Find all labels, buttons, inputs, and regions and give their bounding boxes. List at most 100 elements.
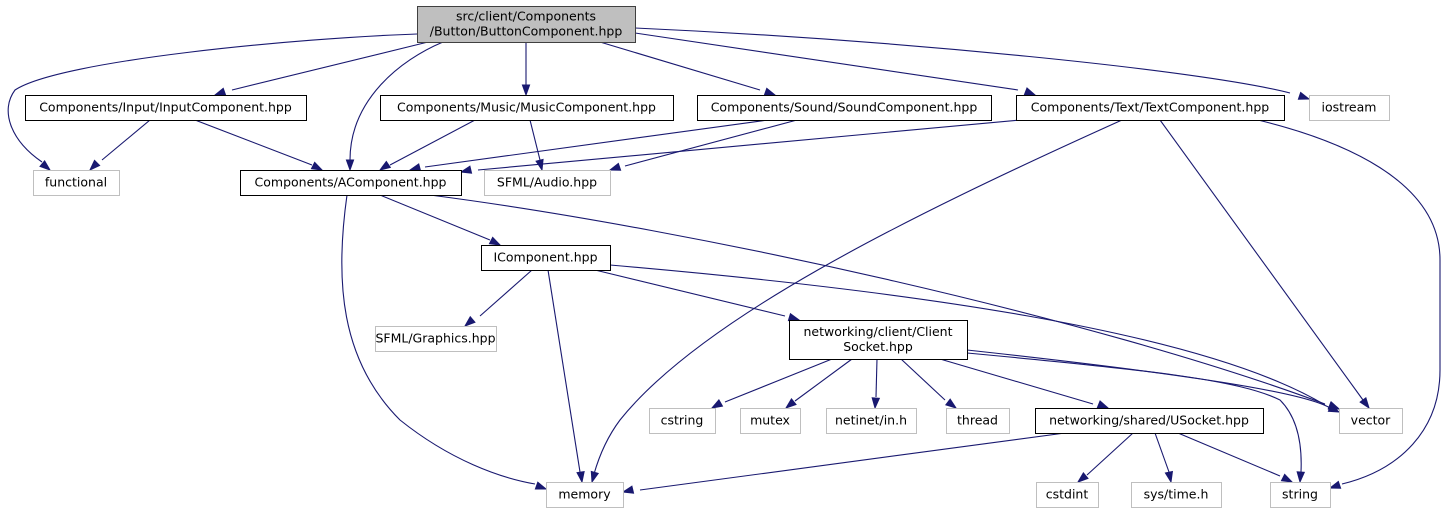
edge-line — [1086, 432, 1134, 476]
nodes-layer: src/client/Components/Button/ButtonCompo… — [25, 6, 1403, 508]
edge-root-to-music — [521, 42, 531, 97]
edge-root-to-functional — [7, 33, 418, 171]
node-label: string — [1282, 487, 1318, 502]
edge-line — [594, 269, 786, 317]
edge-line — [547, 269, 581, 473]
edge-sound-to-sfml_audio — [608, 119, 798, 171]
node-functional: functional — [33, 170, 120, 196]
arrowhead-icon — [213, 87, 227, 96]
arrowhead-icon — [784, 398, 797, 409]
edge-line — [593, 119, 1123, 475]
node-acomponent[interactable]: Components/AComponent.hpp — [240, 170, 462, 196]
node-label: Components/Text/TextComponent.hpp — [1031, 100, 1269, 115]
arrowhead-icon — [871, 397, 881, 410]
edge-line — [1257, 119, 1441, 485]
node-box — [1036, 482, 1099, 508]
arrowhead-icon — [378, 160, 392, 171]
edge-clientsocket-to-cstring — [710, 358, 833, 409]
edge-line — [966, 352, 1302, 473]
edge-line — [609, 264, 1326, 406]
edge-line — [424, 119, 769, 168]
arrowhead-icon — [576, 470, 585, 484]
edge-line — [389, 119, 476, 166]
arrowhead-icon — [1076, 471, 1089, 483]
edge-line — [639, 432, 1066, 491]
arrowhead-icon — [345, 159, 355, 172]
arrowhead-icon — [521, 84, 531, 97]
edge-line — [875, 358, 878, 398]
node-text[interactable]: Components/Text/TextComponent.hpp — [1016, 95, 1285, 121]
arrowhead-icon — [534, 481, 548, 490]
edge-root-to-text — [634, 32, 1037, 96]
edge-root-to-iostream — [634, 27, 1311, 100]
node-cstdint: cstdint — [1036, 482, 1099, 508]
node-systime: sys/time.h — [1131, 482, 1222, 508]
node-iostream: iostream — [1309, 95, 1390, 121]
edge-line — [634, 32, 1019, 91]
edge-line — [341, 194, 536, 485]
node-box — [25, 95, 307, 121]
edge-usocket-to-systime — [1154, 432, 1174, 484]
node-box — [649, 408, 716, 434]
edge-root-to-acomponent — [345, 41, 444, 172]
arrowhead-icon — [1023, 87, 1037, 96]
node-label: Components/Input/InputComponent.hpp — [39, 100, 292, 115]
edge-clientsocket-to-netinet — [871, 358, 881, 410]
edge-clientsocket-to-mutex — [784, 358, 853, 409]
arrowhead-icon — [621, 485, 635, 494]
arrowhead-icon — [787, 312, 801, 322]
edge-line — [1159, 119, 1364, 401]
node-root[interactable]: src/client/Components/Button/ButtonCompo… — [417, 6, 636, 43]
edge-line — [724, 358, 833, 403]
node-label: IComponent.hpp — [493, 250, 597, 265]
node-sfml-audio: SFML/Audio.hpp — [484, 170, 611, 196]
node-box — [546, 482, 624, 508]
arrowhead-icon — [1327, 403, 1341, 413]
node-mutex: mutex — [740, 408, 801, 434]
node-usocket[interactable]: networking/shared/USocket.hpp — [1035, 408, 1264, 434]
node-memory: memory — [546, 482, 624, 508]
edge-line — [599, 41, 761, 91]
arrowhead-icon — [408, 163, 422, 172]
arrowhead-icon — [463, 315, 476, 327]
node-thread: thread — [946, 408, 1010, 434]
node-box — [697, 95, 992, 121]
node-box — [1270, 482, 1331, 508]
edge-line — [101, 119, 151, 161]
arrowhead-icon — [1297, 91, 1311, 100]
edge-clientsocket-to-thread — [900, 358, 958, 409]
node-box — [1035, 408, 1264, 434]
edge-music-to-acomponent — [378, 119, 476, 171]
node-label: SFML/Graphics.hpp — [375, 331, 495, 346]
edge-line — [231, 41, 429, 91]
node-sound[interactable]: Components/Sound/SoundComponent.hpp — [697, 95, 992, 121]
node-label: networking/shared/USocket.hpp — [1049, 413, 1249, 428]
node-label: functional — [45, 175, 107, 190]
edge-text-to-memory — [590, 119, 1123, 484]
edges-layer — [7, 27, 1441, 494]
arrowhead-icon — [1296, 471, 1306, 484]
edge-usocket-to-cstdint — [1076, 432, 1134, 483]
edge-icomponent-to-memory — [547, 269, 585, 484]
arrowhead-icon — [763, 87, 777, 96]
node-label: thread — [957, 413, 998, 428]
node-box — [946, 408, 1010, 434]
node-input[interactable]: Components/Input/InputComponent.hpp — [25, 95, 307, 121]
edge-line — [1154, 432, 1170, 473]
arrowhead-icon — [1328, 480, 1342, 489]
arrowhead-icon — [459, 165, 473, 174]
node-music[interactable]: Components/Music/MusicComponent.hpp — [380, 95, 674, 121]
node-label: networking/client/Client — [803, 324, 952, 339]
edge-clientsocket-to-usocket — [939, 358, 1110, 409]
edge-acomponent-to-vector — [429, 194, 1341, 410]
node-box — [484, 170, 611, 196]
node-label: cstring — [661, 413, 704, 428]
node-string: string — [1270, 482, 1331, 508]
node-label: /Button/ButtonComponent.hpp — [430, 24, 623, 39]
edge-line — [794, 358, 853, 402]
node-icomponent[interactable]: IComponent.hpp — [481, 245, 611, 271]
node-label: vector — [1351, 413, 1392, 428]
edge-text-to-string — [1257, 119, 1441, 489]
